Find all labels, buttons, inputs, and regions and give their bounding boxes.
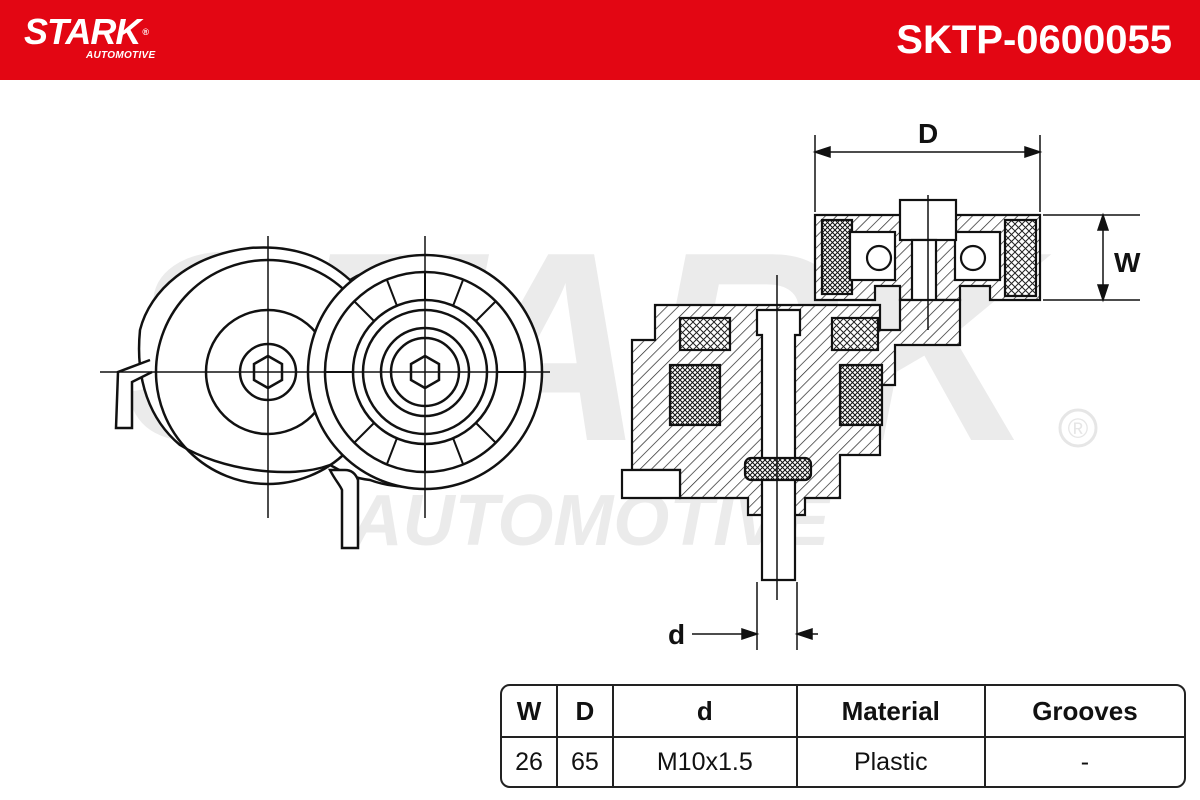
header-cell-w: W [502, 686, 558, 738]
specs-header-row: W D d Material Grooves [502, 686, 1184, 738]
header-bar: STARK® AUTOMOTIVE SKTP-0600055 [0, 0, 1200, 80]
dimension-lines [692, 135, 1140, 650]
specs-value-row: 26 65 M10x1.5 Plastic - [502, 738, 1184, 786]
registered-mark: ® [142, 27, 149, 37]
technical-drawing: STARK AUTOMOTIVE ® [0, 80, 1200, 680]
dimension-label-W: W [1114, 247, 1141, 278]
header-cell-d-outer: D [557, 686, 614, 738]
header-cell-grooves: Grooves [985, 686, 1184, 738]
value-cell-d-inner: M10x1.5 [614, 738, 798, 786]
header-cell-material: Material [797, 686, 986, 738]
brand-name: STARK [24, 11, 141, 52]
brand-logo: STARK® AUTOMOTIVE [24, 14, 155, 62]
brand-subtitle: AUTOMOTIVE [86, 50, 156, 61]
tensioner-cross-section [620, 195, 1042, 600]
specs-table: W D d Material Grooves 26 65 M10x1.5 Pla… [500, 684, 1186, 788]
drawing-svg: STARK AUTOMOTIVE ® [100, 135, 1140, 650]
part-number: SKTP-0600055 [896, 18, 1172, 62]
watermark-reg: ® [1068, 413, 1089, 444]
dimension-label-d: d [668, 619, 686, 650]
header-cell-d-inner: d [613, 686, 798, 738]
dimension-label-D: D [918, 118, 939, 149]
tensioner-front-view [100, 236, 550, 550]
value-cell-material: Plastic [798, 738, 986, 786]
value-cell-grooves: - [1080, 747, 1090, 776]
value-cell-d-outer: 65 [558, 738, 614, 786]
value-cell-w: 26 [502, 738, 558, 786]
